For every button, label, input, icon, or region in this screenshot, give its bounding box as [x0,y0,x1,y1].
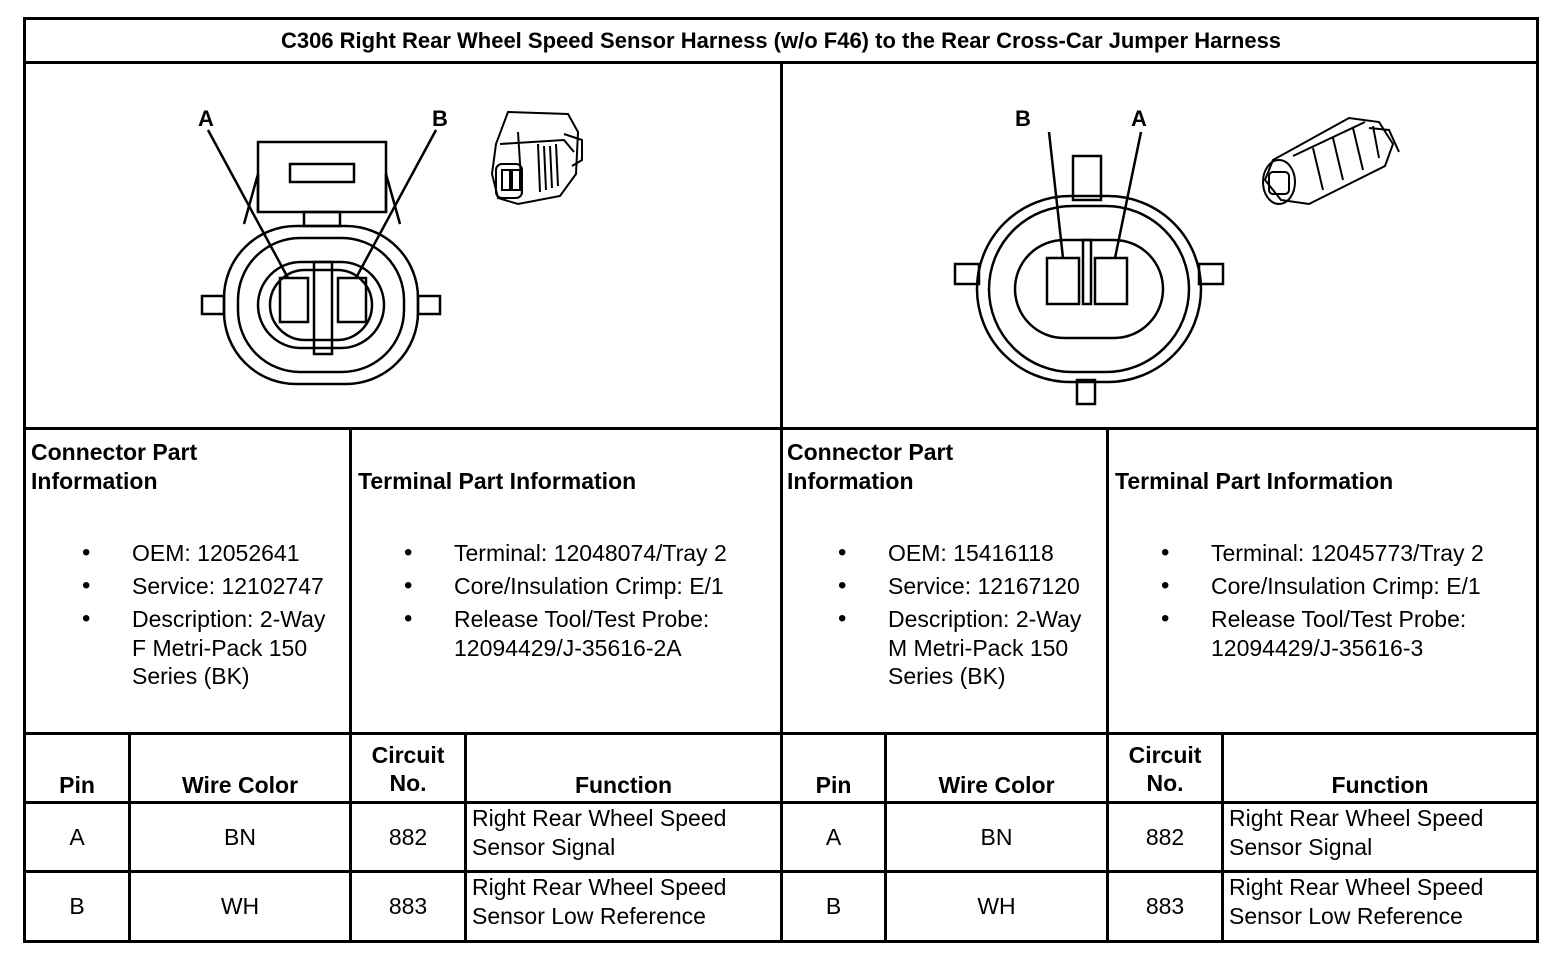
info-divider [26,732,1536,735]
pin-header: Pin [815,771,852,798]
right-connector-info: Connector Part Information OEM: 15416118… [787,438,1102,695]
pin-label-a: A [1131,106,1147,131]
terminal-info-heading: Terminal Part Information [1115,468,1394,494]
list-item: Terminal: 12045773/Tray 2 [1161,539,1535,568]
table-row-pin: B [825,893,842,920]
table-row-wire: BN [980,823,1013,850]
table-row-circuit: 882 [1145,823,1185,850]
list-item: Description: 2-Way M Metri-Pack 150 Seri… [838,605,1102,691]
connector-info-heading: Connector Part Information [787,439,954,494]
table-row-function: Right Rear Wheel Speed Sensor Low Refere… [472,874,727,929]
table-row-circuit: 882 [388,823,428,850]
table-row-pin: B [69,893,85,920]
pin-label-a: A [198,106,214,131]
connector-info-list: OEM: 12052641 Service: 12102747 Descript… [31,539,341,691]
male-connector-3d-icon [1262,116,1400,206]
table-row-pin: A [69,823,85,850]
left-connector-info: Connector Part Information OEM: 12052641… [31,438,341,695]
terminal-info-heading: Terminal Part Information [358,468,637,494]
left-terminal-info: Terminal Part Information Terminal: 1204… [358,467,778,667]
connector-info-list: OEM: 15416118 Service: 12167120 Descript… [787,539,1102,691]
page-title: C306 Right Rear Wheel Speed Sensor Harne… [280,28,1282,53]
right-circuit-col-divider [1221,732,1224,940]
circuit-header: Circuit No. [1128,741,1202,797]
male-connector-face [953,131,1225,406]
table-row-function: Right Rear Wheel Speed Sensor Signal [1229,805,1484,860]
terminal-info-list: Terminal: 12048074/Tray 2 Core/Insulatio… [358,539,778,662]
table-row-wire: WH [220,893,260,920]
list-item: OEM: 12052641 [82,539,341,568]
list-item: Terminal: 12048074/Tray 2 [404,539,778,568]
table-row-circuit: 883 [388,893,428,920]
right-connector-drawing: B A [783,64,1536,427]
table-row-function: Right Rear Wheel Speed Sensor Low Refere… [1229,874,1484,929]
function-header: Function [1331,771,1429,798]
left-circuit-col-divider [464,732,467,940]
table-row-wire: BN [224,823,256,850]
list-item: Release Tool/Test Probe: 12094429/J-3561… [1161,605,1535,662]
pin-label-b: B [432,106,448,131]
connector-info-heading: Connector Part Information [31,439,198,494]
female-connector-3d-icon [490,110,583,206]
table-row-wire: WH [977,893,1016,920]
list-item: Description: 2-Way F Metri-Pack 150 Seri… [82,605,341,691]
list-item: Service: 12167120 [838,572,1102,601]
table-row-circuit: 883 [1145,893,1185,920]
left-connector-drawing: A B [26,64,780,427]
pin-label-b: B [1015,106,1031,131]
left-pin-col-divider [128,732,131,940]
wire-color-header: Wire Color [938,771,1055,798]
female-connector-face [200,129,442,386]
connector-sheet: C306 Right Rear Wheel Speed Sensor Harne… [23,17,1539,943]
left-info-divider [349,427,352,940]
list-item: Service: 12102747 [82,572,341,601]
terminal-info-list: Terminal: 12045773/Tray 2 Core/Insulatio… [1115,539,1535,662]
right-pin-col-divider [884,732,887,940]
list-item: OEM: 15416118 [838,539,1102,568]
right-info-divider [1106,427,1109,940]
list-item: Core/Insulation Crimp: E/1 [404,572,778,601]
table-row-divider [26,870,1536,873]
table-header-divider [26,801,1536,804]
wire-color-header: Wire Color [181,771,299,798]
function-header: Function [574,771,673,798]
table-row-function: Right Rear Wheel Speed Sensor Signal [472,805,727,860]
pin-header: Pin [59,771,95,798]
list-item: Release Tool/Test Probe: 12094429/J-3561… [404,605,778,662]
drawing-divider [26,427,1536,430]
right-terminal-info: Terminal Part Information Terminal: 1204… [1115,467,1535,667]
center-divider [780,61,783,940]
table-row-pin: A [825,823,842,850]
list-item: Core/Insulation Crimp: E/1 [1161,572,1535,601]
circuit-header: Circuit No. [371,741,445,797]
